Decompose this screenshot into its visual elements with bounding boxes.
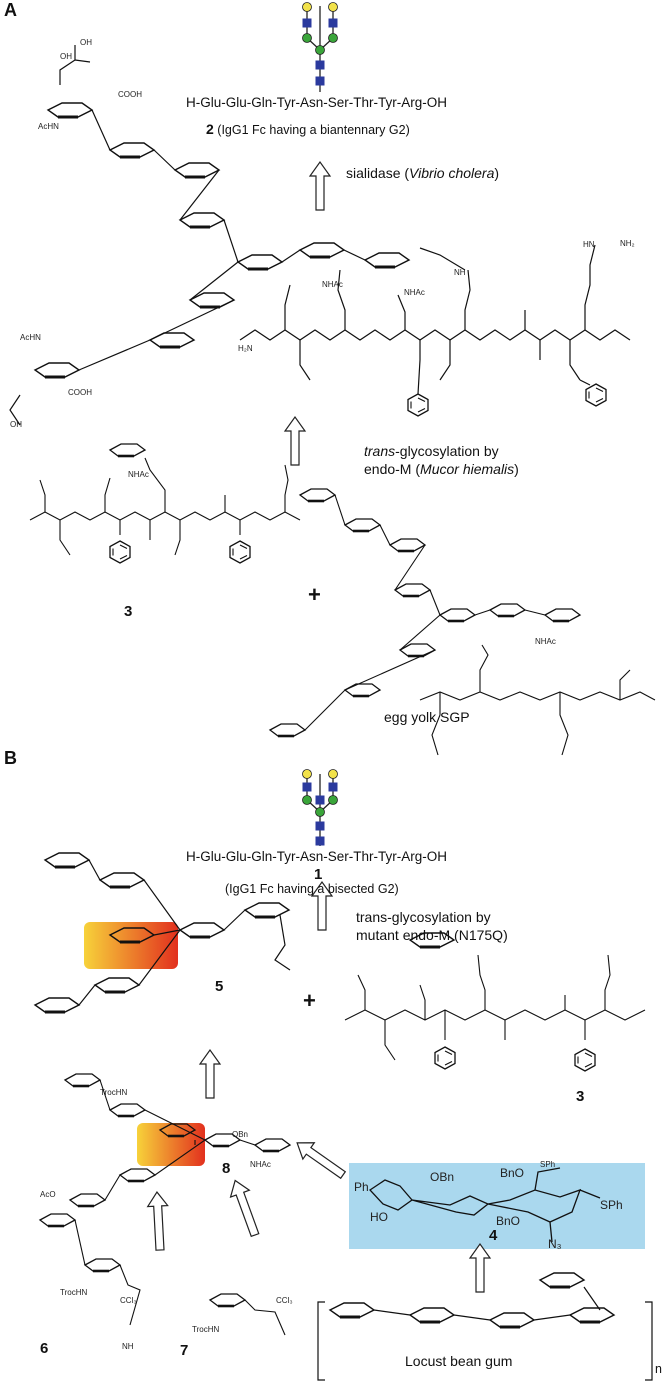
group-label: NHAc — [322, 280, 343, 289]
transglycosylation-label-a: trans-glycosylation by endo-M (Mucor hie… — [364, 443, 519, 477]
reaction-arrow-5-from-8 — [199, 1049, 221, 1099]
group-label: AcO — [40, 1190, 56, 1199]
compound-2-description: (IgG1 Fc having a biantennary G2) — [217, 123, 410, 137]
locust-bean-gum-label: Locust bean gum — [405, 1353, 513, 1369]
group-label: OH — [10, 420, 22, 429]
group-label: H₂N — [238, 344, 253, 353]
panel-label-a: A — [4, 0, 17, 20]
compound-2-caption: 2 (IgG1 Fc having a biantennary G2) — [206, 121, 410, 137]
egg-yolk-sgp-structure — [268, 487, 656, 756]
group-label: NHAc — [250, 1160, 271, 1169]
mannose-icon — [315, 807, 325, 817]
reaction-arrow-8-from-7 — [229, 1179, 260, 1238]
reaction-arrow-8-from-6 — [146, 1191, 169, 1251]
reaction-arrow-sialidase — [309, 161, 331, 211]
group-label: NHAc — [404, 288, 425, 297]
group-label: NH — [454, 268, 466, 277]
plus-sign-b: + — [303, 988, 316, 1013]
compound-5-label: 5 — [215, 978, 224, 995]
group-label: HO — [370, 1210, 388, 1224]
group-label: CCl₃ — [276, 1296, 293, 1305]
compound-7-label: 7 — [180, 1342, 189, 1359]
group-label: NHAc — [535, 637, 556, 646]
peptide-sequence-b: H-Glu-Glu-Gln-Tyr-Asn-Ser-Thr-Tyr-Arg-OH — [186, 849, 448, 864]
plus-sign-a: + — [308, 582, 321, 607]
group-label: COOH — [118, 90, 142, 99]
reaction-arrow-4-from-lbg — [469, 1243, 491, 1293]
mannose-icon — [302, 795, 312, 805]
group-label: Ph — [354, 1180, 369, 1194]
group-label: OBn — [232, 1130, 249, 1139]
sialidase-label: sialidase (Vibrio cholera) — [346, 165, 500, 181]
peptide-sequence-a: H-Glu-Glu-Gln-Tyr-Asn-Ser-Thr-Tyr-Arg-OH — [186, 95, 448, 110]
compound-4-structure — [369, 1167, 601, 1243]
compound-8-label: 8 — [222, 1160, 231, 1177]
group-label: COOH — [68, 388, 92, 397]
group-label: TrocHN — [60, 1288, 88, 1297]
glcnac-icon — [315, 76, 325, 86]
glcnac-icon — [315, 836, 325, 846]
group-label: N₃ — [548, 1237, 562, 1251]
compound-3-structure-a — [29, 442, 301, 564]
glcnac-icon — [315, 60, 325, 70]
compound-6-label: 6 — [40, 1340, 49, 1357]
glcnac-icon — [328, 18, 338, 28]
compound-3-label-a: 3 — [124, 603, 133, 620]
locust-bean-gum-structure — [317, 1271, 653, 1381]
group-label: NHAc — [128, 470, 149, 479]
group-label: SPh — [600, 1198, 623, 1212]
galactose-icon — [302, 2, 312, 12]
galactose-icon — [328, 2, 338, 12]
glycan-cartoon-a — [302, 2, 338, 92]
group-label: OH — [80, 38, 92, 47]
compound-3-structure-b — [344, 931, 646, 1072]
compound-1-number: 1 — [314, 866, 323, 883]
glcnac-icon — [302, 18, 312, 28]
group-label: HN — [583, 240, 595, 249]
peptide-structure-a-middle — [239, 244, 631, 417]
group-label: BnO — [496, 1214, 521, 1228]
compound-8-structure — [63, 1072, 292, 1208]
compound-2-number: 2 — [206, 121, 214, 137]
group-label: NH₂ — [620, 239, 635, 248]
group-label: AcHN — [38, 122, 59, 131]
bisecting-glcnac-highlight — [84, 922, 178, 969]
egg-yolk-sgp-label: egg yolk SGP — [384, 709, 470, 725]
group-label: NH — [122, 1342, 134, 1351]
galactose-icon — [302, 769, 312, 779]
compound-1-caption: (IgG1 Fc having a bisected G2) — [225, 882, 399, 896]
glycan-cartoon-b — [302, 769, 338, 846]
repeat-unit-n: n — [655, 1362, 662, 1376]
mannose-icon — [302, 33, 312, 43]
reaction-arrow-8-from-4 — [296, 1142, 347, 1180]
mannose-icon — [328, 795, 338, 805]
compound-5-structure — [33, 851, 291, 1014]
reaction-arrow-transglycosylation-a — [284, 416, 306, 466]
group-label: TrocHN — [192, 1325, 220, 1334]
bisecting-glcnac-icon — [315, 795, 325, 805]
compound-6-structure — [38, 1212, 141, 1326]
compound-7-structure — [208, 1292, 286, 1336]
glcnac-icon — [315, 821, 325, 831]
group-label: OBn — [430, 1170, 455, 1184]
compound-3-label-b: 3 — [576, 1088, 585, 1105]
group-label: TrocHN — [100, 1088, 128, 1097]
galactose-icon — [328, 769, 338, 779]
compound-4-label: 4 — [489, 1227, 498, 1244]
mannose-icon — [315, 45, 325, 55]
mannose-icon — [328, 33, 338, 43]
group-label: AcHN — [20, 333, 41, 342]
group-label: SPh — [540, 1160, 556, 1169]
group-label: CCl₃ — [120, 1296, 137, 1305]
glcnac-icon — [302, 782, 312, 792]
glcnac-icon — [328, 782, 338, 792]
group-label: BnO — [500, 1166, 525, 1180]
panel-label-b: B — [4, 748, 17, 768]
glycan-structure-a-top — [9, 45, 411, 426]
group-label: OH — [60, 52, 72, 61]
